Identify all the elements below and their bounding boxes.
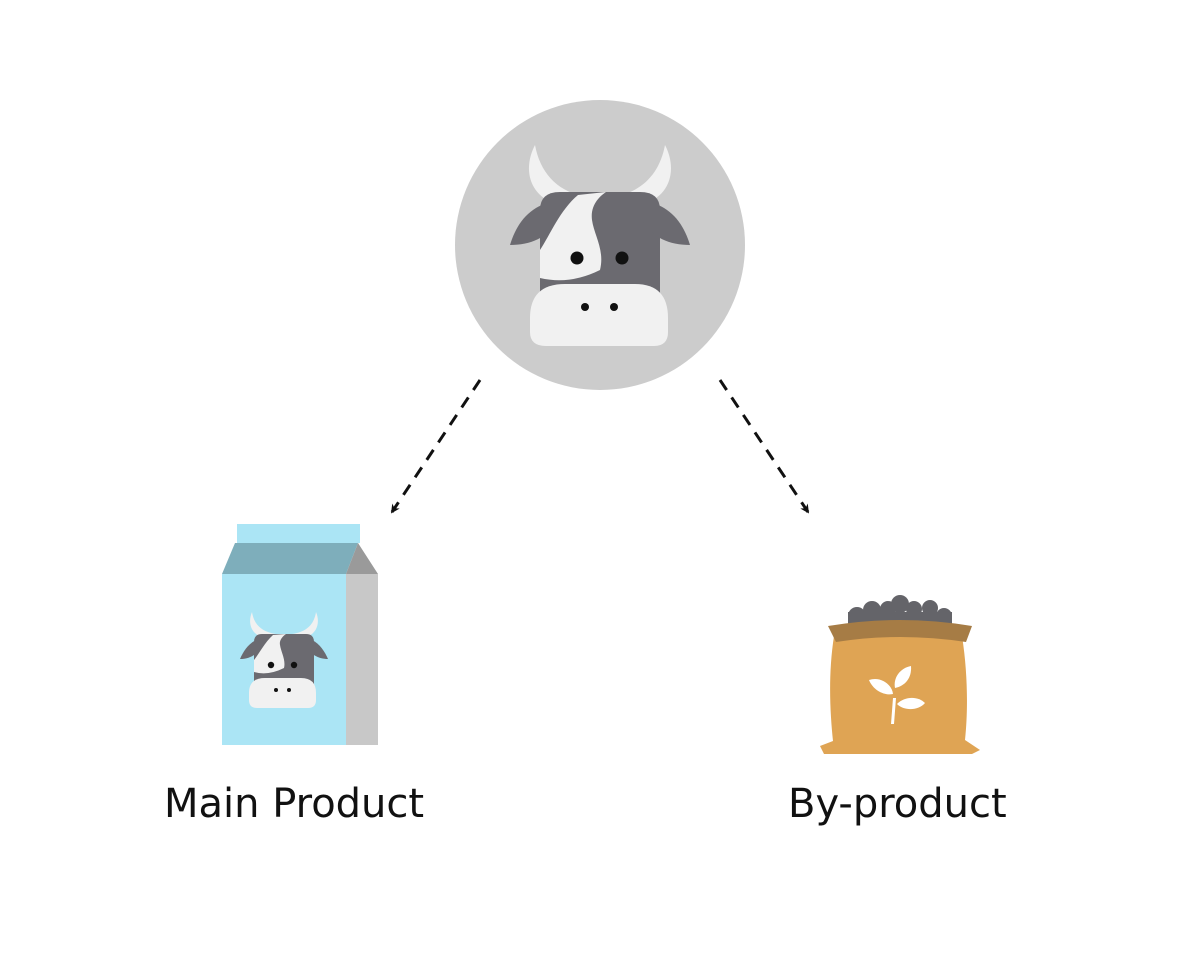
fertilizer-sack-icon	[820, 595, 980, 754]
arrow-to-by-product	[718, 379, 810, 514]
by-product-label: By-product	[788, 781, 1007, 827]
cow-head-icon	[510, 145, 690, 346]
plant-icon	[869, 666, 925, 724]
cow-source-node	[455, 100, 745, 390]
cow-head-small-icon	[240, 612, 328, 708]
main-product-label: Main Product	[164, 781, 425, 827]
milk-carton-icon	[222, 524, 378, 745]
arrow-to-main-product	[390, 379, 482, 514]
